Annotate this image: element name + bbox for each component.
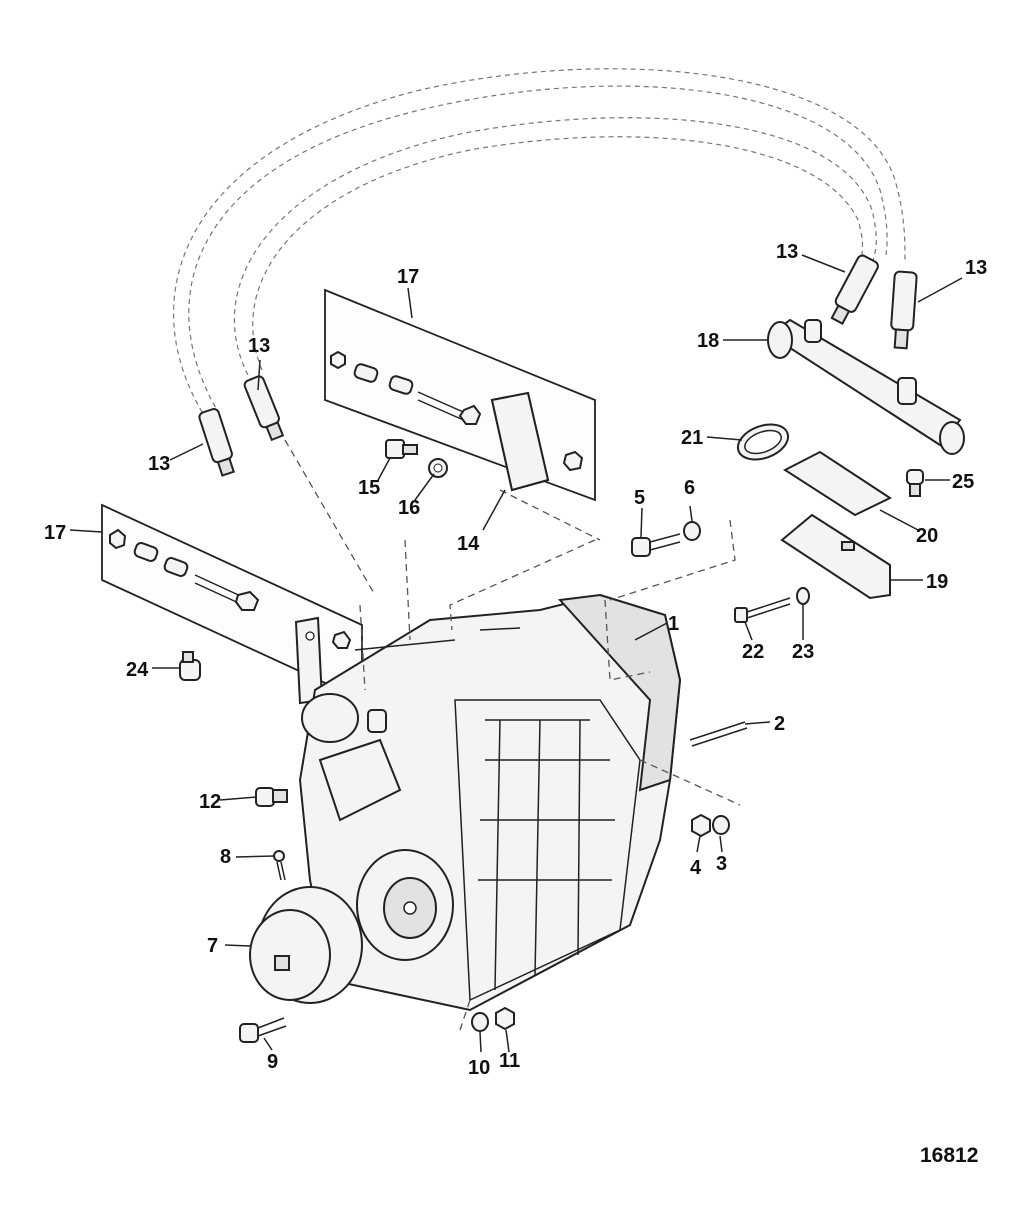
callout-24: 24 bbox=[126, 659, 149, 681]
hose-fitting-left-outer bbox=[198, 408, 235, 477]
hardware-kit-lower bbox=[101, 503, 363, 705]
callout-21: 21 bbox=[681, 427, 703, 449]
cooler-pad bbox=[783, 450, 893, 517]
transmission-housing bbox=[298, 593, 682, 1012]
callout-12: 12 bbox=[199, 791, 221, 813]
callout-15: 15 bbox=[358, 477, 380, 499]
callout-1: 1 bbox=[668, 613, 679, 635]
washer-3 bbox=[712, 815, 730, 835]
callout-5: 5 bbox=[634, 487, 645, 509]
bracket-washer bbox=[796, 587, 810, 605]
output-coupling bbox=[249, 886, 363, 1004]
callout-4: 4 bbox=[690, 857, 702, 879]
callouts: 1 2 3 4 5 6 7 8 9 10 11 12 13 13 13 13 1… bbox=[44, 241, 987, 1079]
callout-22: 22 bbox=[742, 641, 764, 663]
screw-8 bbox=[273, 850, 286, 881]
stud-2 bbox=[689, 721, 748, 747]
bracket-screw bbox=[734, 597, 791, 623]
callout-13-left-outer: 13 bbox=[148, 453, 170, 475]
bolt-15 bbox=[385, 439, 418, 459]
callout-18: 18 bbox=[697, 330, 719, 352]
callout-16: 16 bbox=[398, 497, 420, 519]
callout-10: 10 bbox=[468, 1057, 490, 1079]
callout-19: 19 bbox=[926, 571, 948, 593]
hose-clamp bbox=[736, 423, 790, 461]
figure-number: 16812 bbox=[920, 1144, 978, 1167]
callout-9: 9 bbox=[267, 1051, 278, 1073]
adapter-plate bbox=[490, 391, 550, 492]
washer-10 bbox=[471, 1012, 489, 1032]
callout-17-upper: 17 bbox=[397, 266, 419, 288]
callout-3: 3 bbox=[716, 853, 727, 875]
hardware-kit-upper bbox=[324, 288, 596, 502]
hose-lines bbox=[172, 68, 906, 421]
callout-11: 11 bbox=[499, 1050, 520, 1072]
drain-plug bbox=[906, 469, 924, 497]
callout-14: 14 bbox=[457, 533, 480, 555]
callout-20: 20 bbox=[916, 525, 938, 547]
leader-lines bbox=[69, 254, 963, 1053]
washer-16 bbox=[428, 458, 448, 478]
oil-cooler bbox=[767, 318, 965, 455]
washer-6 bbox=[683, 521, 701, 541]
callout-13-left-inner: 13 bbox=[248, 335, 270, 357]
callout-2: 2 bbox=[774, 713, 785, 735]
bolt-5 bbox=[631, 533, 681, 557]
bolt-9 bbox=[239, 1017, 287, 1043]
hose-fitting-left-inner bbox=[243, 375, 285, 442]
assembly-guides bbox=[284, 439, 741, 1031]
nut-11 bbox=[495, 1006, 515, 1031]
callout-23: 23 bbox=[792, 641, 814, 663]
callout-6: 6 bbox=[684, 477, 695, 499]
callout-25: 25 bbox=[952, 471, 974, 493]
callout-13-right-b: 13 bbox=[965, 257, 987, 279]
hose-fitting-right-b bbox=[890, 270, 918, 350]
callout-8: 8 bbox=[220, 846, 231, 868]
cooler-bracket bbox=[780, 513, 891, 600]
callout-7: 7 bbox=[207, 935, 218, 957]
sensor-24 bbox=[179, 651, 201, 681]
nut-4 bbox=[691, 813, 711, 838]
hose-fitting-right-a bbox=[830, 254, 879, 325]
fitting-12 bbox=[255, 787, 288, 807]
callout-17-lower: 17 bbox=[44, 522, 66, 544]
callout-13-right-a: 13 bbox=[776, 241, 798, 263]
